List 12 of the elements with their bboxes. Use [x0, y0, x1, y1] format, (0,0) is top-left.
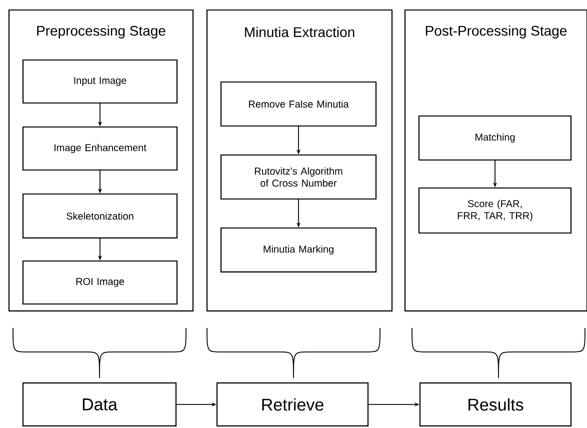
process-box: Image Enhancement — [22, 126, 178, 171]
process-box: Input Image — [22, 59, 178, 104]
process-box: Minutia Marking — [220, 227, 377, 273]
stage-box: Data — [22, 382, 177, 427]
process-box: ROI Image — [22, 260, 178, 305]
stage-box: Retrieve — [216, 382, 369, 427]
process-box: Matching — [418, 115, 572, 161]
stage-box: Results — [419, 382, 572, 427]
process-box: Remove False Minutia — [220, 81, 377, 127]
process-box: Score (FAR, FRR, TAR, TRR) — [418, 187, 572, 234]
process-box: Skeletonization — [22, 193, 178, 239]
process-box: Rutovitz’s Algorithm of Cross Number — [220, 154, 377, 200]
